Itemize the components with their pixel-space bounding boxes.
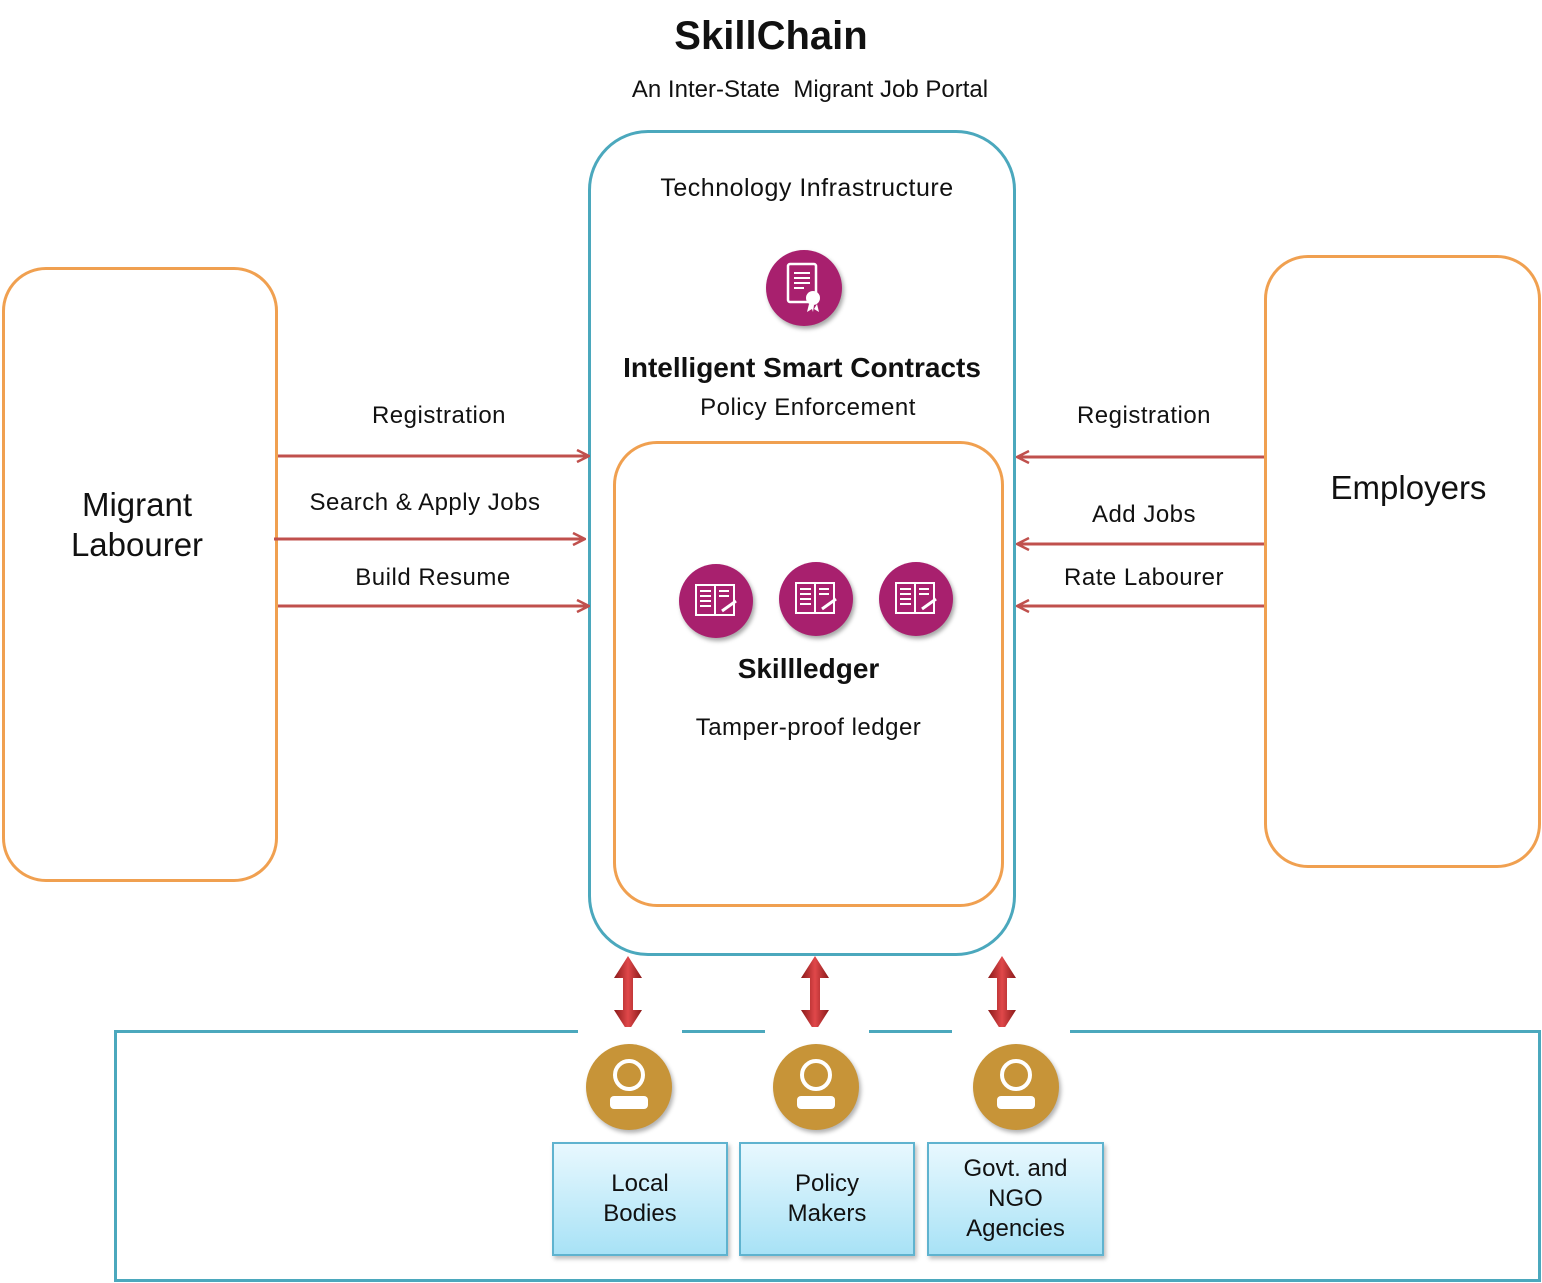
technology-infrastructure-label: Technology Infrastructure: [660, 174, 954, 202]
double-arrow-govt-ngo: [988, 956, 1016, 1032]
user-icon: [586, 1044, 672, 1130]
flow-label-rate-labourer: Rate Labourer: [1064, 564, 1224, 591]
certificate-document-icon: [766, 250, 842, 326]
flow-label-search-apply: Search & Apply Jobs: [309, 489, 541, 516]
employers-label: Employers: [1330, 469, 1487, 506]
diagram-title: SkillChain: [674, 14, 868, 58]
role-govt-ngo-agencies-label: Govt. and NGO Agencies: [963, 1155, 1068, 1242]
ledger-book-icon: [779, 562, 853, 636]
migrant-labourer-box: Migrant Labourer: [2, 267, 278, 882]
technology-infrastructure-box: [588, 130, 1016, 956]
role-local-bodies-label: Local Bodies: [603, 1170, 677, 1227]
skillledger-box: [613, 441, 1004, 907]
role-policy-makers: Policy Makers: [739, 1142, 915, 1256]
double-arrow-local-bodies: [614, 956, 642, 1032]
user-icon: [773, 1044, 859, 1130]
role-policy-makers-label: Policy Makers: [787, 1170, 867, 1227]
policy-enforcement-label: Policy Enforcement: [700, 394, 916, 421]
smart-contracts-title: Intelligent Smart Contracts: [623, 352, 981, 383]
flow-label-registration-right: Registration: [1076, 402, 1212, 429]
ledger-book-icon: [879, 562, 953, 636]
skillledger-title: Skillledger: [737, 653, 880, 684]
border-gap: [578, 1027, 682, 1033]
flow-label-registration-left: Registration: [371, 402, 507, 429]
border-gap: [952, 1027, 1070, 1033]
diagram-subtitle: An Inter-State Migrant Job Portal: [631, 76, 989, 103]
flow-label-build-resume: Build Resume: [355, 564, 511, 591]
user-icon: [973, 1044, 1059, 1130]
migrant-labourer-label: Migrant Labourer: [70, 486, 204, 563]
flow-label-add-jobs: Add Jobs: [1091, 501, 1197, 528]
employers-box: Employers: [1264, 255, 1541, 868]
role-govt-ngo-agencies: Govt. and NGO Agencies: [927, 1142, 1104, 1256]
tamper-proof-label: Tamper-proof ledger: [695, 714, 922, 741]
ledger-book-icon: [679, 564, 753, 638]
role-local-bodies: Local Bodies: [552, 1142, 728, 1256]
border-gap: [765, 1027, 869, 1033]
double-arrow-policy-makers: [801, 956, 829, 1032]
